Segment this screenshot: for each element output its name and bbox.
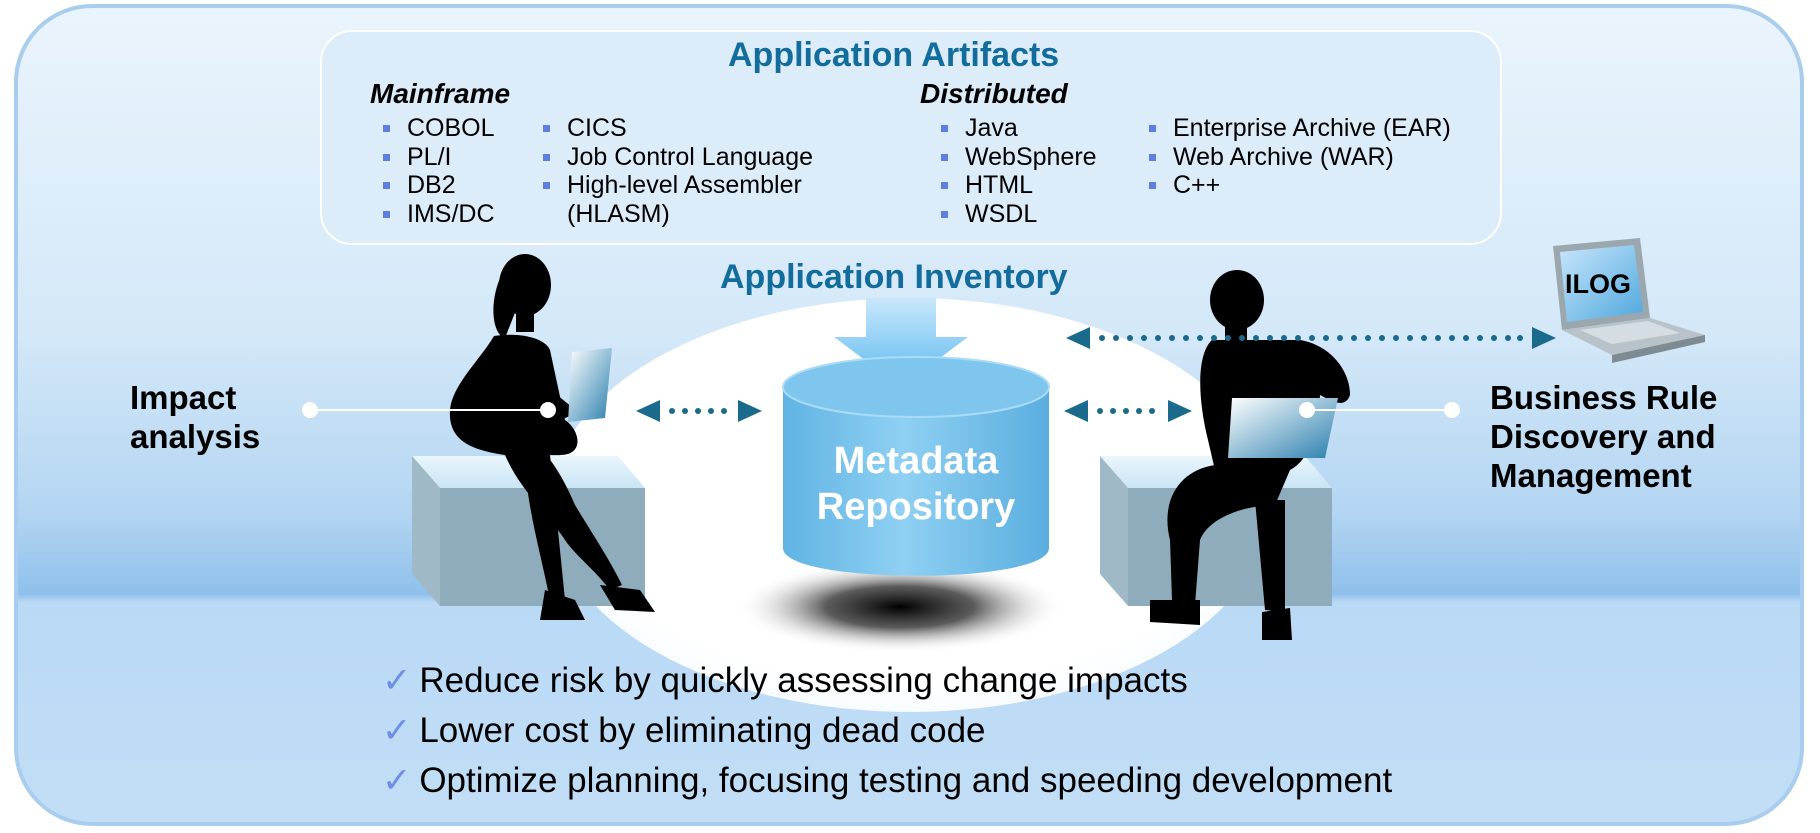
business-line-1: Business Rule (1490, 379, 1718, 416)
man-laptop-icon (1228, 398, 1338, 458)
list-item: High-level Assembler (543, 171, 813, 200)
distributed-list-1: Java WebSphere HTML WSDL (941, 114, 1097, 228)
business-line-3: Management (1490, 457, 1692, 494)
list-item: CICS (543, 114, 813, 143)
repository-label: Metadata Repository (783, 438, 1049, 530)
list-item: IMS/DC (383, 200, 495, 229)
inventory-title: Application Inventory (720, 258, 1068, 296)
list-item: PL/I (383, 143, 495, 172)
artifacts-title: Application Artifacts (728, 36, 1060, 74)
distributed-heading: Distributed (920, 78, 1068, 109)
left-double-arrow (636, 400, 762, 422)
ilog-label: ILOG (1565, 269, 1631, 299)
list-item: Web Archive (WAR) (1149, 143, 1451, 172)
list-item: HTML (941, 171, 1097, 200)
artifacts-panel (320, 30, 1502, 245)
business-rule-label: Business Rule Discovery and Management (1490, 378, 1717, 495)
list-item: COBOL (383, 114, 495, 143)
list-item-continuation: (HLASM) (567, 199, 670, 228)
repository-line-2: Repository (816, 486, 1016, 528)
down-arrow (834, 298, 968, 387)
list-item: C++ (1149, 171, 1451, 200)
list-item: WebSphere (941, 143, 1097, 172)
right-double-arrow (1064, 400, 1192, 422)
mainframe-heading: Mainframe (370, 78, 511, 109)
checkmark-icon: ✓ (382, 711, 412, 750)
mainframe-list-2: CICS Job Control Language High-level Ass… (543, 114, 813, 228)
woman-laptop-icon (568, 348, 612, 422)
metadata-repository-cylinder (782, 356, 1050, 576)
checkmark-icon: ✓ (382, 761, 412, 800)
impact-analysis-label: Impact analysis (130, 378, 260, 456)
benefit-text: Optimize planning, focusing testing and … (419, 761, 1393, 800)
woman-silhouette-icon (449, 254, 655, 620)
list-item: Job Control Language (543, 143, 813, 172)
ilog-laptop-icon (1553, 238, 1705, 363)
business-line-2: Discovery and (1490, 418, 1716, 455)
left-connector (302, 402, 556, 418)
checkmark-icon: ✓ (382, 661, 412, 700)
right-connector (1299, 402, 1460, 418)
benefit-text: Lower cost by eliminating dead code (419, 711, 986, 750)
benefit-item: ✓Lower cost by eliminating dead code (382, 706, 1392, 756)
list-item: Enterprise Archive (EAR) (1149, 114, 1451, 143)
benefits-list: ✓Reduce risk by quickly assessing change… (382, 656, 1392, 806)
cylinder-shadow (735, 561, 1065, 653)
benefit-text: Reduce risk by quickly assessing change … (419, 661, 1188, 700)
impact-line-1: Impact (130, 379, 237, 416)
list-item: DB2 (383, 171, 495, 200)
distributed-list-2: Enterprise Archive (EAR) Web Archive (WA… (1149, 114, 1451, 200)
mainframe-list-1: COBOL PL/I DB2 IMS/DC (383, 114, 495, 228)
list-item: WSDL (941, 200, 1097, 229)
benefit-item: ✓Reduce risk by quickly assessing change… (382, 656, 1392, 706)
repository-line-1: Metadata (833, 440, 999, 482)
ilog-double-arrow (1066, 327, 1556, 349)
impact-line-2: analysis (130, 418, 261, 455)
benefit-item: ✓Optimize planning, focusing testing and… (382, 756, 1392, 806)
list-item: Java (941, 114, 1097, 143)
